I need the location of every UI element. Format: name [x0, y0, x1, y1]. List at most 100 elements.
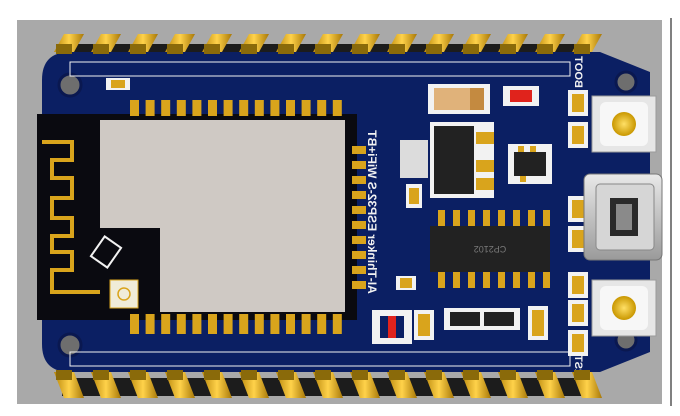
module-pad — [130, 314, 139, 334]
module-pad — [270, 314, 280, 334]
header-pin — [276, 34, 306, 54]
chip-pin — [453, 270, 460, 288]
module-pad — [192, 314, 202, 334]
silk-outline — [69, 351, 571, 367]
header-pin — [350, 34, 380, 54]
header-pin — [54, 370, 84, 398]
uart-chip-label: CP2102 — [474, 244, 507, 254]
module-pads-right — [352, 146, 366, 289]
rst-button[interactable] — [591, 279, 657, 337]
smd-resistor — [568, 272, 588, 298]
chip-pin — [528, 270, 535, 288]
chip-pin — [528, 210, 535, 228]
uart-chip — [430, 226, 550, 272]
header-pin — [313, 370, 343, 398]
module-pad — [332, 314, 342, 334]
header-pin — [350, 370, 380, 398]
chip-pins — [438, 210, 550, 288]
module-pad — [145, 100, 155, 116]
mount-hole — [57, 72, 83, 98]
boot-button[interactable] — [591, 95, 657, 153]
module-pads-top — [130, 100, 342, 116]
header-pin — [424, 34, 454, 54]
module-pad — [352, 161, 366, 169]
chip-pin — [498, 270, 505, 288]
mount-hole — [614, 70, 638, 94]
header-pin — [165, 370, 195, 398]
module-pad — [301, 314, 311, 334]
module-pad — [208, 314, 217, 334]
boot-label: BOOT — [572, 56, 584, 88]
module-pad — [254, 314, 264, 334]
micro-usb-port[interactable] — [583, 173, 663, 261]
module-pad — [352, 191, 366, 199]
header-pin — [128, 34, 158, 54]
chip-pin — [543, 270, 550, 288]
header-pin — [461, 370, 491, 398]
header-pin — [91, 34, 121, 54]
header-pin — [535, 370, 565, 398]
header-pin — [91, 370, 121, 398]
chip-pin — [438, 210, 445, 228]
module-pad — [352, 266, 366, 274]
chip-pin — [543, 210, 550, 228]
module-pad — [208, 100, 217, 116]
module-pad — [352, 221, 366, 229]
header-pin — [202, 370, 232, 398]
chip-pin — [438, 270, 445, 288]
chip-pin — [483, 270, 490, 288]
module-pad — [352, 206, 366, 214]
header-pin — [239, 370, 269, 398]
chip-pin — [468, 270, 475, 288]
module-pad — [317, 314, 327, 334]
chip-pin — [513, 270, 520, 288]
header-pin — [276, 370, 306, 398]
header-pin — [498, 370, 528, 398]
module-pad — [145, 314, 155, 334]
smd-resistor — [568, 196, 588, 222]
smd-resistor — [568, 122, 588, 148]
smd-resistor — [568, 226, 588, 252]
module-pad — [239, 314, 249, 334]
smd-resistor — [568, 300, 588, 326]
module-pad — [352, 281, 366, 289]
header-pin — [535, 34, 565, 54]
chip-pin — [498, 210, 505, 228]
header-pin — [424, 370, 454, 398]
silk-outline — [69, 61, 571, 77]
module-pad — [286, 100, 295, 116]
header-pin — [54, 34, 84, 54]
header-pin — [239, 34, 269, 54]
module-pad — [130, 100, 139, 116]
module-pad — [223, 100, 233, 116]
module-pad — [161, 314, 171, 334]
header-pin — [461, 34, 491, 54]
smd-resistor — [568, 90, 588, 116]
header-pin — [313, 34, 343, 54]
header-pins-bottom — [54, 370, 602, 398]
module-pad — [270, 100, 280, 116]
header-pin — [498, 34, 528, 54]
header-pin — [128, 370, 158, 398]
module-pad — [352, 251, 366, 259]
header-pin — [202, 34, 232, 54]
module-pads-bottom — [130, 314, 342, 334]
pcb-antenna — [42, 140, 100, 294]
chip-pin — [513, 210, 520, 228]
header-pin — [572, 370, 602, 398]
header-pin — [387, 370, 417, 398]
module-pad — [239, 100, 249, 116]
module-pad — [317, 100, 327, 116]
chip-pin — [483, 210, 490, 228]
module-pad — [192, 100, 202, 116]
module-pad — [332, 100, 342, 116]
module-pad — [301, 100, 311, 116]
chip-pin — [468, 210, 475, 228]
header-pin — [165, 34, 195, 54]
smd-resistor — [568, 330, 588, 356]
chip-pin — [453, 210, 460, 228]
module-pad — [176, 100, 186, 116]
header-pin — [387, 34, 417, 54]
